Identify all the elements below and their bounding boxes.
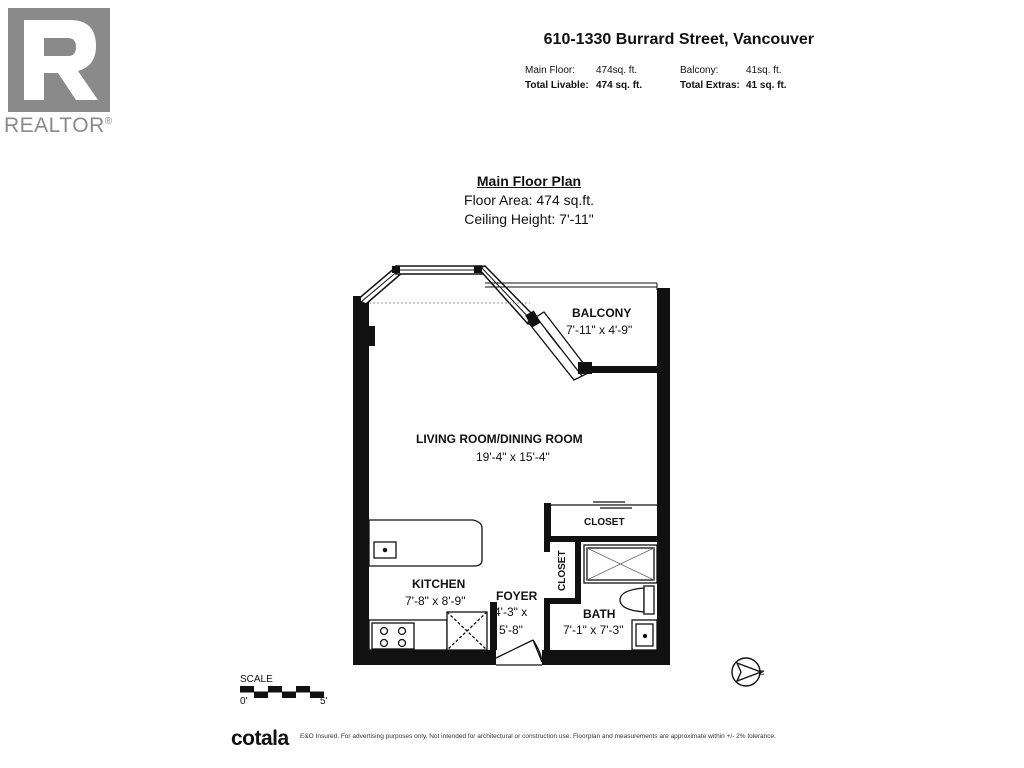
living-room-dims: 19'-4" x 15'-4" bbox=[476, 450, 550, 464]
scale-bar bbox=[240, 686, 324, 698]
bath-dims: 7'-1" x 7'-3" bbox=[563, 623, 624, 637]
bay-windows bbox=[353, 265, 538, 326]
realtor-logo bbox=[8, 8, 110, 112]
kitchen-counter bbox=[368, 519, 488, 651]
main-floor-label: Main Floor: bbox=[525, 65, 576, 76]
disclaimer: E&O Insured. For advertising purposes on… bbox=[300, 733, 776, 740]
balcony-outline bbox=[485, 282, 658, 290]
property-address: 610-1330 Burrard Street, Vancouver bbox=[543, 31, 814, 48]
total-livable-value: 474 sq. ft. bbox=[596, 80, 643, 91]
scale-end: 5' bbox=[320, 696, 328, 707]
entry-door bbox=[495, 639, 543, 666]
floor-area: Floor Area: 474 sq.ft. bbox=[464, 192, 594, 208]
closet-slider bbox=[551, 501, 657, 509]
balcony-dims: 7'-11" x 4'-9" bbox=[566, 323, 633, 337]
plan-heading: Main Floor Plan Floor Area: 474 sq.ft. C… bbox=[400, 172, 658, 229]
closet-hall-name: CLOSET bbox=[557, 550, 568, 591]
balcony-door bbox=[525, 310, 592, 381]
balcony-label: Balcony: bbox=[680, 65, 719, 76]
realtor-wordmark: REALTOR® bbox=[4, 114, 113, 137]
balcony-name: BALCONY bbox=[572, 306, 632, 320]
north-arrow-icon bbox=[731, 657, 763, 687]
main-floor-value: 474sq. ft. bbox=[596, 65, 638, 76]
living-room-name: LIVING ROOM/DINING ROOM bbox=[416, 432, 583, 446]
total-extras-label: Total Extras: bbox=[680, 80, 740, 91]
exterior-walls bbox=[353, 288, 670, 665]
foyer-dims-2: 5'-8" bbox=[499, 623, 523, 637]
balcony-value: 41sq. ft. bbox=[746, 65, 782, 76]
closet-name: CLOSET bbox=[584, 517, 625, 528]
kitchen-name: KITCHEN bbox=[412, 577, 466, 591]
realtor-r-icon bbox=[24, 20, 98, 100]
scale-start: 0' bbox=[240, 696, 248, 707]
total-livable-label: Total Livable: bbox=[525, 80, 589, 91]
cotala-logo: cotala bbox=[231, 727, 289, 750]
ceiling-height: Ceiling Height: 7'-11" bbox=[464, 211, 594, 227]
foyer-dims: 4'-3" x bbox=[494, 605, 528, 619]
bath-name: BATH bbox=[583, 607, 616, 621]
plan-title: Main Floor Plan bbox=[476, 173, 582, 189]
compass-letter: N bbox=[757, 669, 765, 676]
foyer-name: FOYER bbox=[496, 589, 538, 603]
scale-title: SCALE bbox=[240, 674, 273, 685]
bath-fixtures bbox=[583, 544, 658, 651]
interior-walls bbox=[490, 503, 657, 650]
kitchen-dims: 7'-8" x 8'-9" bbox=[405, 594, 466, 608]
total-extras-value: 41 sq. ft. bbox=[746, 80, 787, 91]
